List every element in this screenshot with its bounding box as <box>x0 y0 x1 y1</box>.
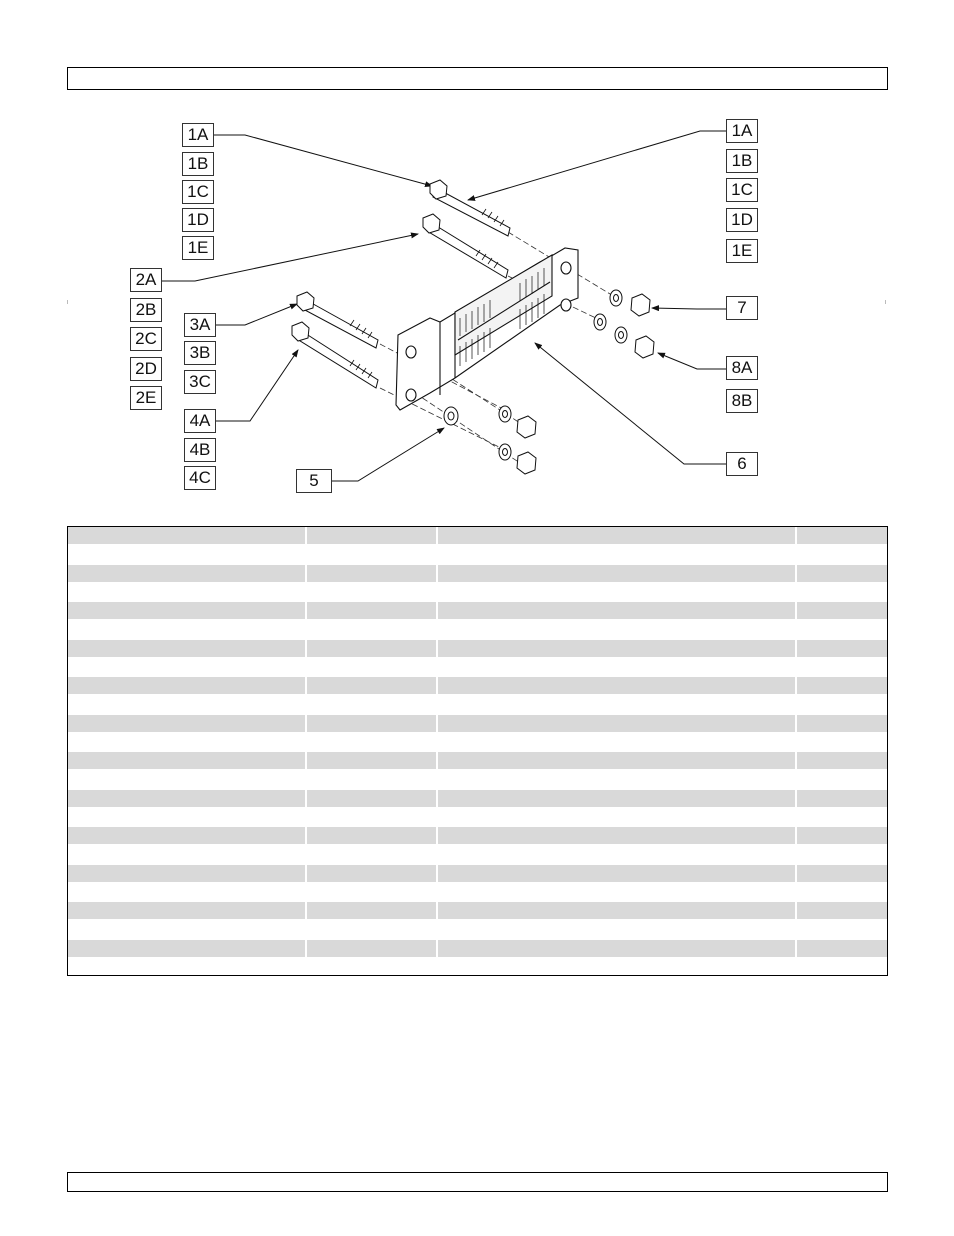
table-row <box>68 602 887 640</box>
table-cell <box>68 827 305 844</box>
table-row <box>68 752 887 790</box>
table-cell <box>68 789 305 807</box>
callout-8b: 8B <box>726 389 758 413</box>
table-cell <box>305 827 436 844</box>
edge-mark-left <box>67 300 68 304</box>
callout-2a: 2A <box>130 268 162 292</box>
table-row <box>68 639 887 678</box>
callout-1e-right: 1E <box>726 239 758 263</box>
table-cell <box>436 639 795 657</box>
table-row <box>68 864 887 903</box>
table-cell <box>795 752 887 769</box>
table-cell <box>795 527 887 544</box>
table-cell <box>436 864 795 882</box>
callout-5: 5 <box>296 469 332 493</box>
table-cell <box>436 564 795 582</box>
table-cell <box>795 902 887 919</box>
table-row <box>68 714 887 753</box>
table-cell <box>305 677 436 694</box>
table-cell <box>795 827 887 844</box>
assembly-drawing <box>162 130 727 482</box>
table-cell <box>795 677 887 694</box>
table-cell <box>305 714 436 732</box>
callout-2d: 2D <box>130 357 162 381</box>
table-cell <box>68 602 305 619</box>
table-cell <box>68 564 305 582</box>
table-cell <box>436 677 795 694</box>
table-cell <box>795 939 887 957</box>
callout-2b: 2B <box>130 298 162 322</box>
callout-6: 6 <box>726 452 758 476</box>
table-cell <box>68 677 305 694</box>
table-cell <box>68 639 305 657</box>
table-cell <box>305 639 436 657</box>
callout-1c-right: 1C <box>726 178 758 202</box>
table-cell <box>68 714 305 732</box>
callout-1a-right: 1A <box>726 119 758 143</box>
table-cell <box>305 902 436 919</box>
callout-1d-right: 1D <box>726 208 758 232</box>
table-cell <box>795 639 887 657</box>
table-row <box>68 527 887 565</box>
table-cell <box>305 527 436 544</box>
callout-2e: 2E <box>130 386 162 410</box>
callout-4a: 4A <box>184 409 216 433</box>
callout-1b-left: 1B <box>182 152 214 176</box>
table-cell <box>68 864 305 882</box>
table-cell <box>305 789 436 807</box>
callout-1a-left: 1A <box>182 123 214 147</box>
table-cell <box>68 902 305 919</box>
table-cell <box>795 714 887 732</box>
table-cell <box>795 864 887 882</box>
page-footer-box <box>67 1172 888 1192</box>
table-cell <box>436 902 795 919</box>
table-cell <box>305 752 436 769</box>
table-cell <box>305 864 436 882</box>
table-cell <box>795 564 887 582</box>
callout-7: 7 <box>726 296 758 320</box>
table-cell <box>795 789 887 807</box>
callout-3b: 3B <box>184 341 216 365</box>
table-row <box>68 827 887 865</box>
table-cell <box>436 827 795 844</box>
table-cell <box>436 527 795 544</box>
table-cell <box>68 527 305 544</box>
page-header-box <box>67 67 888 90</box>
edge-mark-right <box>885 300 886 304</box>
table-cell <box>436 752 795 769</box>
table-row <box>68 939 887 976</box>
table-cell <box>436 602 795 619</box>
table-row <box>68 677 887 715</box>
table-cell <box>436 789 795 807</box>
table-cell <box>436 939 795 957</box>
callout-4b: 4B <box>184 438 216 462</box>
callout-3a: 3A <box>184 313 216 337</box>
table-cell <box>68 752 305 769</box>
callout-2c: 2C <box>130 327 162 351</box>
callout-1d-left: 1D <box>182 208 214 232</box>
table-cell <box>795 602 887 619</box>
callout-3c: 3C <box>184 370 216 394</box>
table-cell <box>305 602 436 619</box>
callout-1e-left: 1E <box>182 236 214 260</box>
table-cell <box>305 564 436 582</box>
callout-1b-right: 1B <box>726 149 758 173</box>
table-row <box>68 902 887 940</box>
table-cell <box>68 939 305 957</box>
parts-table <box>67 526 888 976</box>
callout-8a: 8A <box>726 356 758 380</box>
callout-1c-left: 1C <box>182 180 214 204</box>
table-row <box>68 564 887 603</box>
table-cell <box>305 939 436 957</box>
callout-4c: 4C <box>184 466 216 490</box>
table-row <box>68 789 887 828</box>
table-cell <box>436 714 795 732</box>
exploded-parts-diagram: 1A 1B 1C 1D 1E 2A 2B 2C 2D 2E 3A 3B 3C 4… <box>0 0 954 520</box>
